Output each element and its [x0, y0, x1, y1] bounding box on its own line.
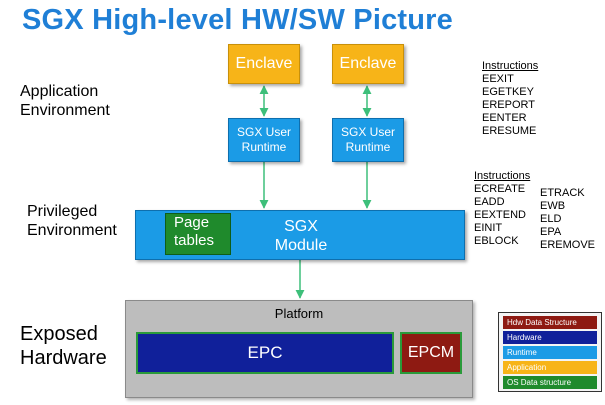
legend-item-application: Application — [503, 361, 597, 374]
sgx-user-runtime-right: SGX User Runtime — [332, 118, 404, 162]
privileged-instructions-col1: ECREATE EADD EEXTEND EINIT EBLOCK — [474, 183, 526, 247]
legend-item-hdw-data-structure: Hdw Data Structure — [503, 316, 597, 329]
epcm: EPCM — [400, 332, 462, 374]
legend-item-hardware: Hardware — [503, 331, 597, 344]
page-tables: Page tables — [165, 213, 231, 255]
platform-label: Platform — [274, 306, 324, 321]
privileged-instructions: Instructions — [474, 170, 531, 182]
exposed-hardware-label: Exposed Hardware — [20, 323, 107, 369]
enclave-left: Enclave — [228, 44, 300, 84]
enclave-right: Enclave — [332, 44, 404, 84]
privileged-environment-label: Privileged Environment — [27, 203, 117, 239]
sgx-user-runtime-left: SGX User Runtime — [228, 118, 300, 162]
page-title: SGX High-level HW/SW Picture — [22, 4, 453, 36]
legend-item-runtime: Runtime — [503, 346, 597, 359]
legend: Hdw Data Structure Hardware Runtime Appl… — [498, 312, 602, 392]
legend-item-os-data-structure: OS Data structure — [503, 376, 597, 389]
sgx-module-label: SGX Module — [274, 218, 328, 254]
epc: EPC — [136, 332, 394, 374]
privileged-instructions-col2: ETRACK EWB ELD EPA EREMOVE — [540, 187, 596, 251]
application-environment-label: Application Environment — [20, 83, 110, 119]
user-instructions: Instructions EEXIT EGETKEY EREPORT EENTE… — [482, 60, 539, 137]
